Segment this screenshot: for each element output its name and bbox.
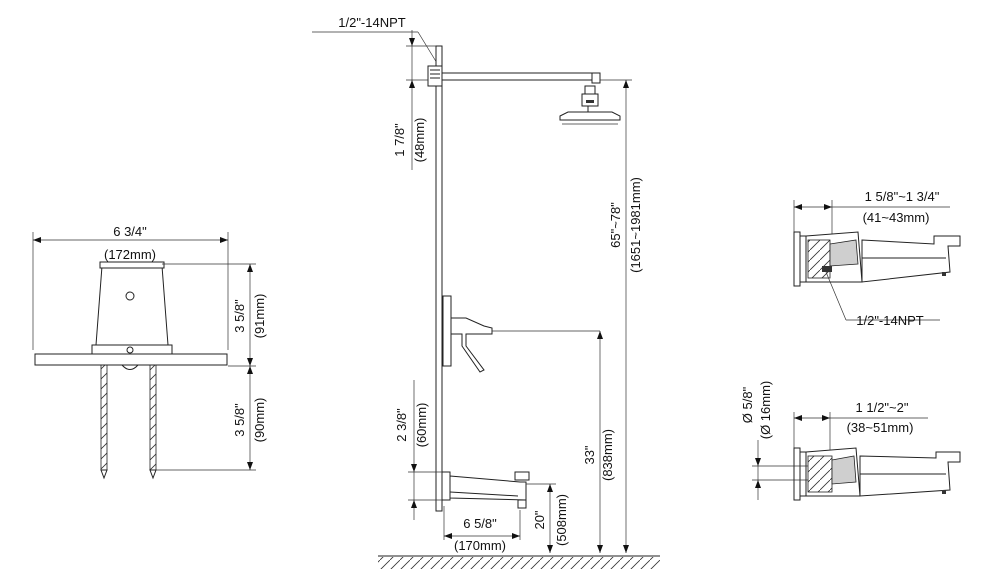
valve-width-in-label: 6 3/4" — [113, 224, 147, 239]
top-spout-range-mm-label: (41~43mm) — [863, 210, 930, 225]
mounting-plate — [34, 353, 228, 366]
spout-length-mm-label: (170mm) — [454, 538, 506, 553]
valve-body — [95, 265, 169, 346]
shower-arm — [441, 72, 598, 81]
bottom-spout-range-mm-label: (38~51mm) — [847, 420, 914, 435]
spout-detail-bottom — [752, 412, 961, 501]
arm-connector — [427, 65, 443, 87]
arm-offset-mm-label: (48mm) — [412, 118, 427, 163]
floor-hatch — [378, 557, 660, 569]
mounting-screws — [100, 364, 157, 480]
bottom-spout-range-in-label: 1 1/2"~2" — [856, 400, 909, 415]
valve-height-in-label: 33" — [582, 445, 597, 464]
valve-lower-height-mm-label: (90mm) — [252, 398, 267, 443]
valve-plate — [442, 295, 452, 367]
top-thread-label: 1/2"-14NPT — [338, 15, 406, 30]
spout-height-mm-label: (508mm) — [554, 494, 569, 546]
shower-head — [559, 85, 621, 125]
spout-length-in-label: 6 5/8" — [463, 516, 497, 531]
top-spout-thread-label: 1/2"-14NPT — [856, 313, 924, 328]
wall-bar — [435, 45, 443, 512]
valve-upper-height-in-label: 3 5/8" — [232, 299, 247, 333]
spout-detail-top — [793, 200, 961, 321]
valve-width-mm-label: (172mm) — [104, 247, 156, 262]
spout-offset-in-label: 2 3/8" — [394, 408, 409, 442]
mixer-handle — [450, 317, 493, 373]
top-spout-range-in-label: 1 5/8"~1 3/4" — [865, 189, 940, 204]
valve-upper-height-mm-label: (91mm) — [252, 294, 267, 339]
arm-offset-in-label: 1 7/8" — [392, 123, 407, 157]
bottom-spout-diameter-in-label: Ø 5/8" — [740, 386, 755, 423]
valve-lower-height-in-label: 3 5/8" — [232, 403, 247, 437]
total-height-mm-label: (1651~1981mm) — [628, 177, 643, 273]
valve-side-view — [32, 232, 256, 480]
valve-hole — [125, 291, 135, 301]
tub-spout — [441, 471, 530, 509]
spout-height-in-label: 20" — [532, 510, 547, 529]
shower-system-view — [312, 30, 660, 569]
valve-height-mm-label: (838mm) — [600, 429, 615, 481]
valve-cap — [99, 261, 165, 269]
spout-offset-mm-label: (60mm) — [414, 403, 429, 448]
total-height-in-label: 65"~78" — [608, 202, 623, 248]
bottom-spout-diameter-mm-label: (Ø 16mm) — [758, 381, 773, 440]
